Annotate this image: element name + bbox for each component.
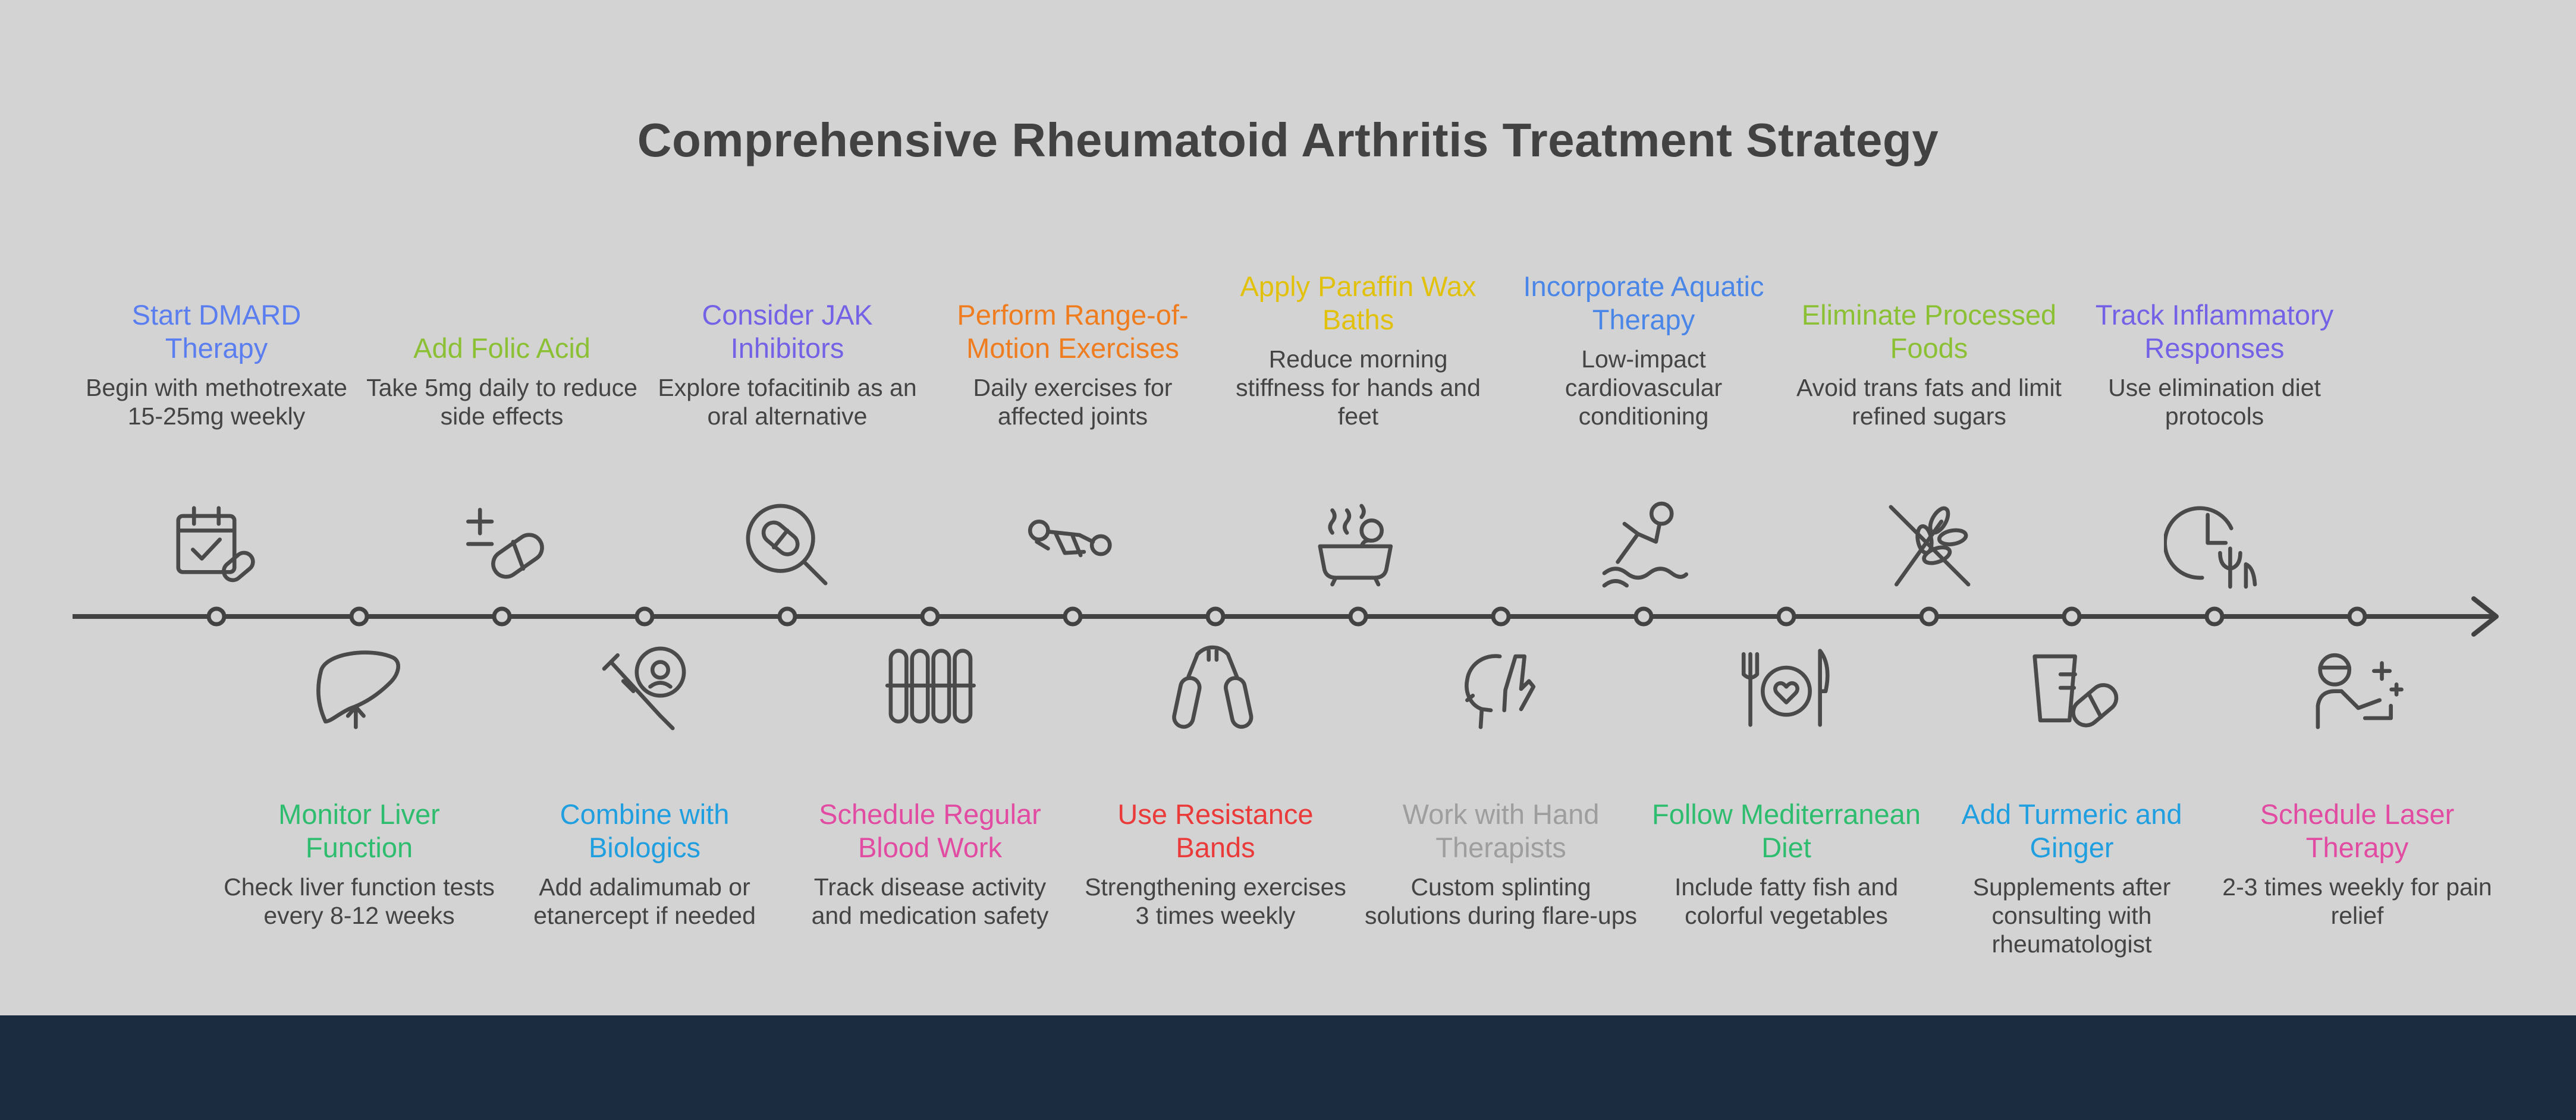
- step-label: Perform Range-of-Motion Exercises: [957, 299, 1189, 364]
- head-hand-icon: [1465, 654, 1536, 729]
- timeline-dot: [920, 606, 940, 627]
- step-description: Check liver function tests every 8-12 we…: [224, 873, 495, 929]
- footer-band: [0, 1015, 2576, 1120]
- diagram-canvas: [0, 0, 2576, 1015]
- page-title: Comprehensive Rheumatoid Arthritis Treat…: [637, 114, 1939, 166]
- plate-heart-icon: [1741, 649, 1830, 727]
- timeline-dot: [2347, 606, 2367, 627]
- step-label: Schedule Laser Therapy: [2260, 798, 2455, 863]
- step-label: Consider JAK Inhibitors: [702, 299, 873, 364]
- step-description: Custom splinting solutions during flare-…: [1364, 873, 1638, 929]
- step-label: Start DMARD Therapy: [131, 299, 301, 364]
- step-description: Strengthening exercises 3 times weekly: [1085, 873, 1346, 929]
- timeline-arrowhead: [2471, 596, 2499, 637]
- step-description: Add adalimumab or etanercept if needed: [533, 873, 756, 929]
- pill-plus-minus-icon: [466, 508, 544, 579]
- step-description: Begin with methotrexate 15-25mg weekly: [86, 374, 347, 430]
- bathtub-icon: [1318, 504, 1393, 587]
- step-description: Reduce morning stiffness for hands and f…: [1236, 345, 1481, 430]
- clock-plant-icon: [2164, 506, 2257, 589]
- timeline-dot: [777, 606, 797, 627]
- timeline-dot: [1348, 606, 1368, 627]
- step-label: Work with Hand Therapists: [1402, 798, 1600, 863]
- timeline-dot: [2062, 606, 2082, 627]
- timeline-dot: [492, 606, 512, 627]
- step-label: Monitor Liver Function: [278, 798, 440, 863]
- cup-pill-icon: [2032, 654, 2119, 728]
- timeline-dot: [634, 606, 655, 627]
- timeline-dot: [1776, 606, 1796, 627]
- step-description: Include fatty fish and colorful vegetabl…: [1674, 873, 1899, 929]
- step-label: Eliminate Processed Foods: [1801, 299, 2057, 364]
- step-schedule-laser-therapy: Schedule Laser Therapy 2-3 times weekly f…: [2220, 798, 2494, 930]
- stretching-icon: [1028, 520, 1112, 558]
- step-label: Follow Mediterranean Diet: [1652, 798, 1921, 863]
- step-label: Add Turmeric and Ginger: [1961, 798, 2182, 863]
- timeline-dot: [2204, 606, 2225, 627]
- pill-magnifier-icon: [746, 504, 828, 586]
- step-description: Supplements after consulting with rheuma…: [1972, 873, 2171, 958]
- no-wheat-icon: [1889, 505, 1971, 587]
- laser-doctor-icon: [2316, 653, 2404, 729]
- step-label: Add Folic Acid: [413, 332, 590, 364]
- step-label: Apply Paraffin Wax Baths: [1240, 270, 1477, 335]
- timeline-dot: [206, 606, 227, 627]
- step-description: Avoid trans fats and limit refined sugar…: [1796, 374, 2062, 430]
- timeline-dot: [1205, 606, 1226, 627]
- step-description: 2-3 times weekly for pain relief: [2222, 873, 2492, 929]
- step-label: Track Inflammatory Responses: [2095, 299, 2334, 364]
- step-label: Schedule Regular Blood Work: [819, 798, 1041, 863]
- step-description: Take 5mg daily to reduce side effects: [366, 374, 637, 430]
- calendar-pill-icon: [176, 506, 255, 583]
- step-description: Explore tofacitinib as an oral alternati…: [658, 374, 917, 430]
- step-label: Incorporate Aquatic Therapy: [1523, 270, 1764, 335]
- hand-grip-icon: [1172, 645, 1254, 729]
- timeline-dot: [349, 606, 369, 627]
- timeline-dot: [1919, 606, 1939, 627]
- test-tubes-icon: [885, 649, 976, 723]
- swimmer-icon: [1602, 501, 1689, 588]
- timeline-dot: [1633, 606, 1654, 627]
- step-description: Daily exercises for affected joints: [973, 374, 1173, 430]
- step-label: Combine with Biologics: [560, 798, 730, 863]
- step-description: Track disease activity and medication sa…: [811, 873, 1049, 929]
- step-description: Use elimination diet protocols: [2108, 374, 2321, 430]
- step-label: Use Resistance Bands: [1117, 798, 1314, 863]
- timeline-dot: [1491, 606, 1511, 627]
- timeline: [73, 596, 2499, 637]
- liver-icon: [316, 650, 400, 729]
- syringe-cell-icon: [602, 646, 686, 731]
- timeline-dot: [1063, 606, 1083, 627]
- step-description: Low-impact cardiovascular conditioning: [1565, 345, 1723, 430]
